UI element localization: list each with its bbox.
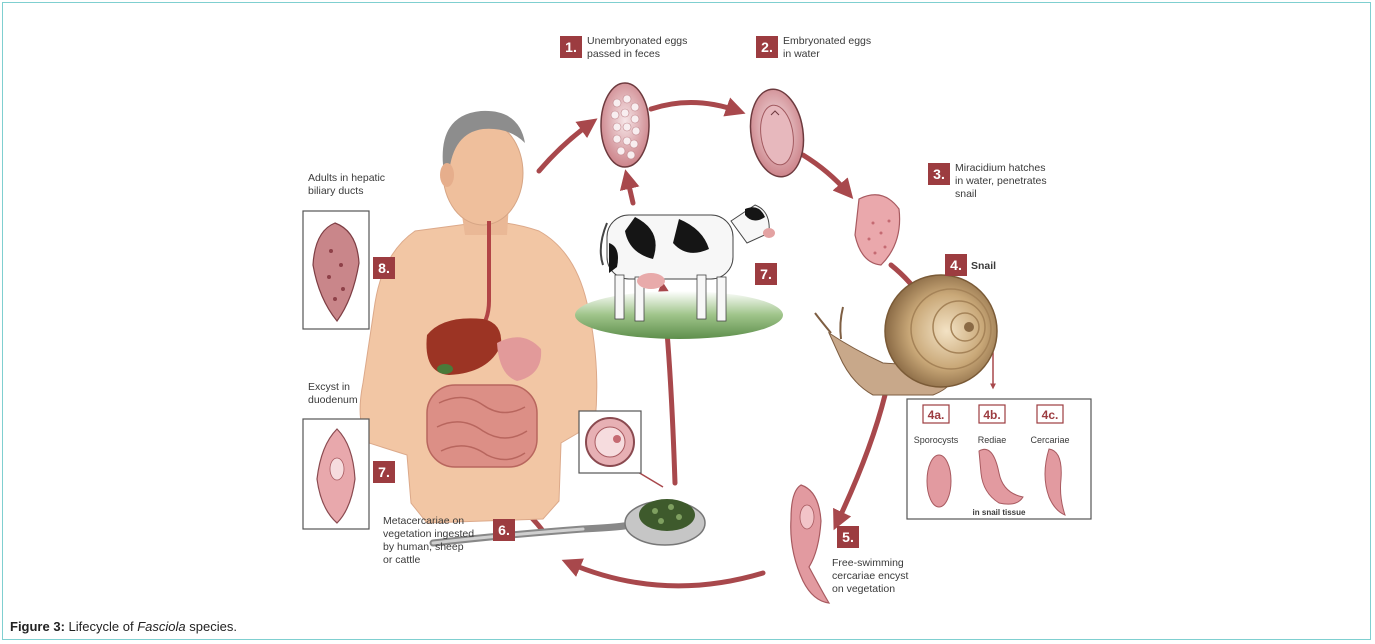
label-s6-line2: vegetation ingested — [383, 528, 474, 540]
snail — [815, 275, 997, 395]
badge-3: 3. — [928, 163, 950, 185]
arrow-eggs-to-embryonated — [651, 102, 738, 111]
sporocyst — [927, 455, 951, 507]
svg-text:3.: 3. — [933, 166, 945, 182]
label-s2-line2: in water — [783, 48, 820, 60]
arrow-cercariae-to-spoon — [569, 563, 763, 586]
label-s4b: Rediae — [978, 435, 1007, 445]
svg-text:4.: 4. — [950, 257, 962, 273]
badge-8: 8. — [373, 257, 395, 279]
label-s4c-number: 4c. — [1042, 408, 1059, 422]
label-s5-line1: Free-swimming — [832, 557, 904, 569]
svg-text:7.: 7. — [378, 464, 390, 480]
badge-5: 5. — [837, 526, 859, 548]
caption-text-before: Lifecycle of — [69, 619, 134, 634]
svg-text:8.: 8. — [378, 260, 390, 276]
arrow-human-to-eggs — [539, 123, 591, 171]
badge-4: 4. — [945, 254, 967, 276]
label-s6-line3: by human, sheep — [383, 541, 464, 553]
arrow-embryonated-to-miracidium — [803, 155, 848, 193]
svg-text:7.: 7. — [760, 266, 772, 282]
human-ear — [440, 163, 454, 187]
caption-genus: Fasciola — [137, 619, 185, 634]
vegetation — [639, 499, 695, 531]
label-s8-line1: Adults in hepatic — [308, 172, 385, 184]
label-s7-line1: Excyst in — [308, 381, 350, 393]
label-s4a-number: 4a. — [928, 408, 945, 422]
human-gallbladder — [437, 364, 453, 374]
svg-text:6.: 6. — [498, 522, 510, 538]
label-s4c: Cercariae — [1030, 435, 1069, 445]
badge-1: 1. — [560, 36, 582, 58]
label-s4: Snail — [971, 260, 996, 272]
svg-text:5.: 5. — [842, 529, 854, 545]
human-figure — [360, 111, 597, 523]
label-s2-line1: Embryonated eggs — [783, 35, 871, 47]
figure-caption: Figure 3: Lifecycle of Fasciola species. — [10, 619, 237, 634]
label-snail-tissue: in snail tissue — [973, 508, 1026, 517]
free-cercaria — [791, 485, 829, 603]
svg-text:1.: 1. — [565, 39, 577, 55]
arrow-cow-to-eggs — [627, 177, 633, 203]
arrow-snail-to-cercariae — [837, 395, 885, 523]
cow-with-grass — [575, 205, 783, 339]
snail-shell — [885, 275, 997, 387]
badge-2: 2. — [756, 36, 778, 58]
human-torso — [360, 222, 597, 523]
label-s8-line2: biliary ducts — [308, 185, 363, 197]
adult-fluke-inset — [303, 211, 369, 329]
label-s5-line3: on vegetation — [832, 583, 895, 595]
caption-label: Figure 3: — [10, 619, 65, 634]
miracidium — [855, 195, 900, 265]
label-s6-line1: Metacercariae on — [383, 515, 464, 527]
metacercaria-inset — [579, 411, 641, 473]
caption-text-after: species. — [189, 619, 237, 634]
label-s7-line2: duodenum — [308, 394, 358, 406]
label-s3-line2: in water, penetrates — [955, 175, 1047, 187]
lifecycle-diagram: 1. 2. 3. 4. 5. 6. 7. 7. 8. Unembryonated… — [3, 3, 1372, 615]
label-s6-line4: or cattle — [383, 554, 421, 566]
label-s1-line1: Unembryonated eggs — [587, 35, 687, 47]
label-s3-line1: Miracidium hatches — [955, 162, 1045, 174]
label-s5-line2: cercariae encyst — [832, 570, 909, 582]
human-intestines — [427, 385, 537, 467]
excyst-juvenile-inset — [303, 419, 369, 529]
label-s4b-number: 4b. — [983, 408, 1000, 422]
label-s4a: Sporocysts — [914, 435, 959, 445]
label-s1-line2: passed in feces — [587, 48, 660, 60]
svg-text:2.: 2. — [761, 39, 773, 55]
embryonated-egg — [745, 86, 809, 180]
unembryonated-egg — [601, 83, 649, 167]
grass-patch — [575, 291, 783, 339]
label-s3-line3: snail — [955, 188, 977, 200]
badge-7-excyst: 7. — [373, 461, 395, 483]
badge-7-cow: 7. — [755, 263, 777, 285]
badge-6: 6. — [493, 519, 515, 541]
